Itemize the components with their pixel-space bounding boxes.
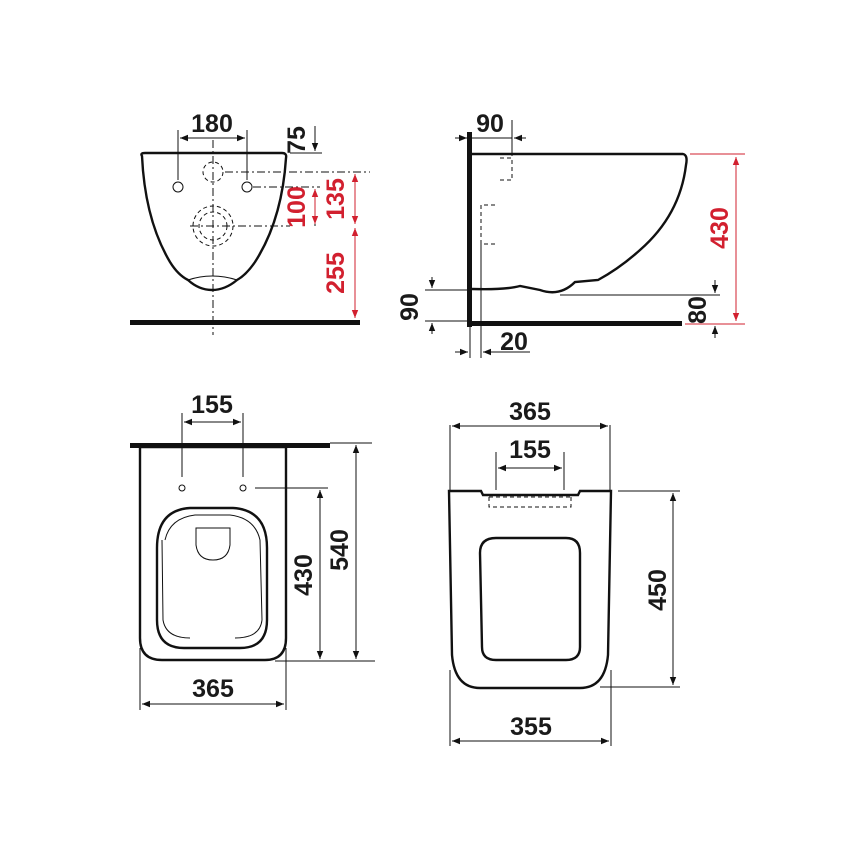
dim-side-80: 80 xyxy=(684,296,712,324)
dim-seat-365: 365 xyxy=(509,398,551,426)
dim-135: 135 xyxy=(322,178,350,220)
seat-view: 365 155 450 355 xyxy=(447,398,680,746)
bowl-top-outline xyxy=(138,445,288,662)
top-view: 155 430 540 365 xyxy=(130,391,375,710)
bowl-side-outline xyxy=(471,152,688,294)
bolt-top-left xyxy=(178,484,186,492)
dim-seat-155: 155 xyxy=(509,436,551,464)
side-view: 90 430 80 90 20 xyxy=(396,110,745,358)
wall-line xyxy=(467,132,472,327)
dim-side-430: 430 xyxy=(706,207,734,249)
front-view: 180 75 100 135 255 xyxy=(130,110,370,335)
bolt-hole-right xyxy=(241,181,253,193)
bolt-top-right xyxy=(239,484,247,492)
dim-100: 100 xyxy=(283,186,311,228)
dim-side-90-left: 90 xyxy=(396,293,424,321)
dim-top-365: 365 xyxy=(192,675,234,703)
dim-top-155: 155 xyxy=(191,391,233,419)
dim-255: 255 xyxy=(322,252,350,294)
floor-line xyxy=(130,320,360,325)
seat-lid-inner xyxy=(478,536,582,662)
bolt-hole-left xyxy=(172,181,184,193)
seat-outline xyxy=(447,489,613,690)
dim-seat-450: 450 xyxy=(644,569,672,611)
dim-180: 180 xyxy=(191,110,233,138)
dim-side-20: 20 xyxy=(500,328,528,356)
bowl-front-outline xyxy=(140,151,288,292)
seat-opening xyxy=(155,506,269,650)
dim-75: 75 xyxy=(283,126,311,154)
dim-top-540: 540 xyxy=(326,529,354,571)
dim-seat-355: 355 xyxy=(510,713,552,741)
outlet-rim xyxy=(187,275,238,281)
inlet-dashed xyxy=(202,161,224,183)
dim-top-430: 430 xyxy=(290,554,318,596)
flush-outlet xyxy=(195,527,231,561)
top-wall-line xyxy=(130,443,330,448)
dim-side-90-top: 90 xyxy=(476,110,504,138)
side-floor-line xyxy=(467,321,682,326)
